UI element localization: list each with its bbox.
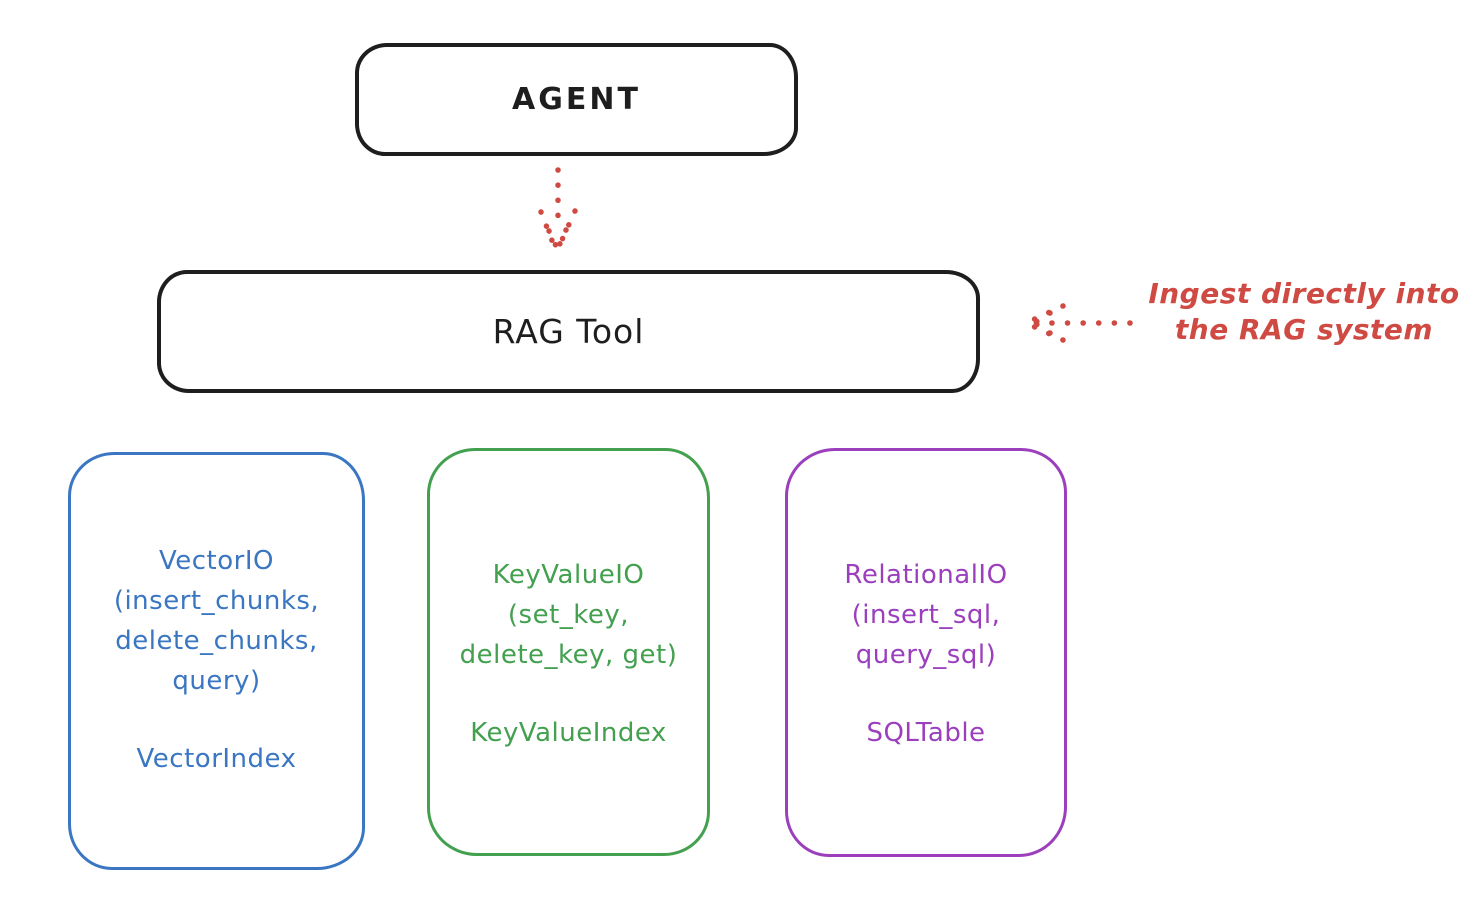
rag-tool-label: RAG Tool [492,312,645,351]
box-text-line: (insert_chunks, [113,586,320,616]
agent-node: AGENT [355,43,798,156]
box-text-line: RelationalIO [844,560,1008,590]
rag-tool-node: RAG Tool [157,270,980,393]
dotted-down-arrow-icon [538,167,578,254]
box-text-line: query) [172,666,261,696]
ingest-annotation: Ingest directly into the RAG system [1128,276,1480,348]
box-text-line: delete_chunks, [115,626,318,656]
vectorio-index-label: VectorIndex [136,744,297,774]
keyvalueio-io-lines: KeyValueIO (set_key, delete_key, get) [430,555,707,675]
relationalio-io-lines: RelationalIO (insert_sql, query_sql) [788,555,1064,675]
vectorio-io-lines: VectorIO (insert_chunks, delete_chunks, … [71,541,362,701]
box-text-line: delete_key, get) [459,640,678,670]
relationalio-index-label: SQLTable [866,718,986,748]
agent-label: AGENT [512,82,641,117]
box-text-line: VectorIO [159,546,274,576]
vectorio-box: VectorIO (insert_chunks, delete_chunks, … [68,452,365,870]
keyvalueio-box: KeyValueIO (set_key, delete_key, get) Ke… [427,448,710,856]
box-text-line: KeyValueIO [492,560,645,590]
box-text-line: (insert_sql, [851,600,1001,630]
annotation-line: Ingest directly into [1148,277,1460,310]
annotation-line: the RAG system [1174,313,1434,346]
dotted-left-arrow-icon [1023,303,1133,343]
box-text-line: query_sql) [855,640,997,670]
box-text-line: (set_key, [507,600,630,630]
relationalio-box: RelationalIO (insert_sql, query_sql) SQL… [785,448,1067,857]
keyvalueio-index-label: KeyValueIndex [470,718,667,748]
